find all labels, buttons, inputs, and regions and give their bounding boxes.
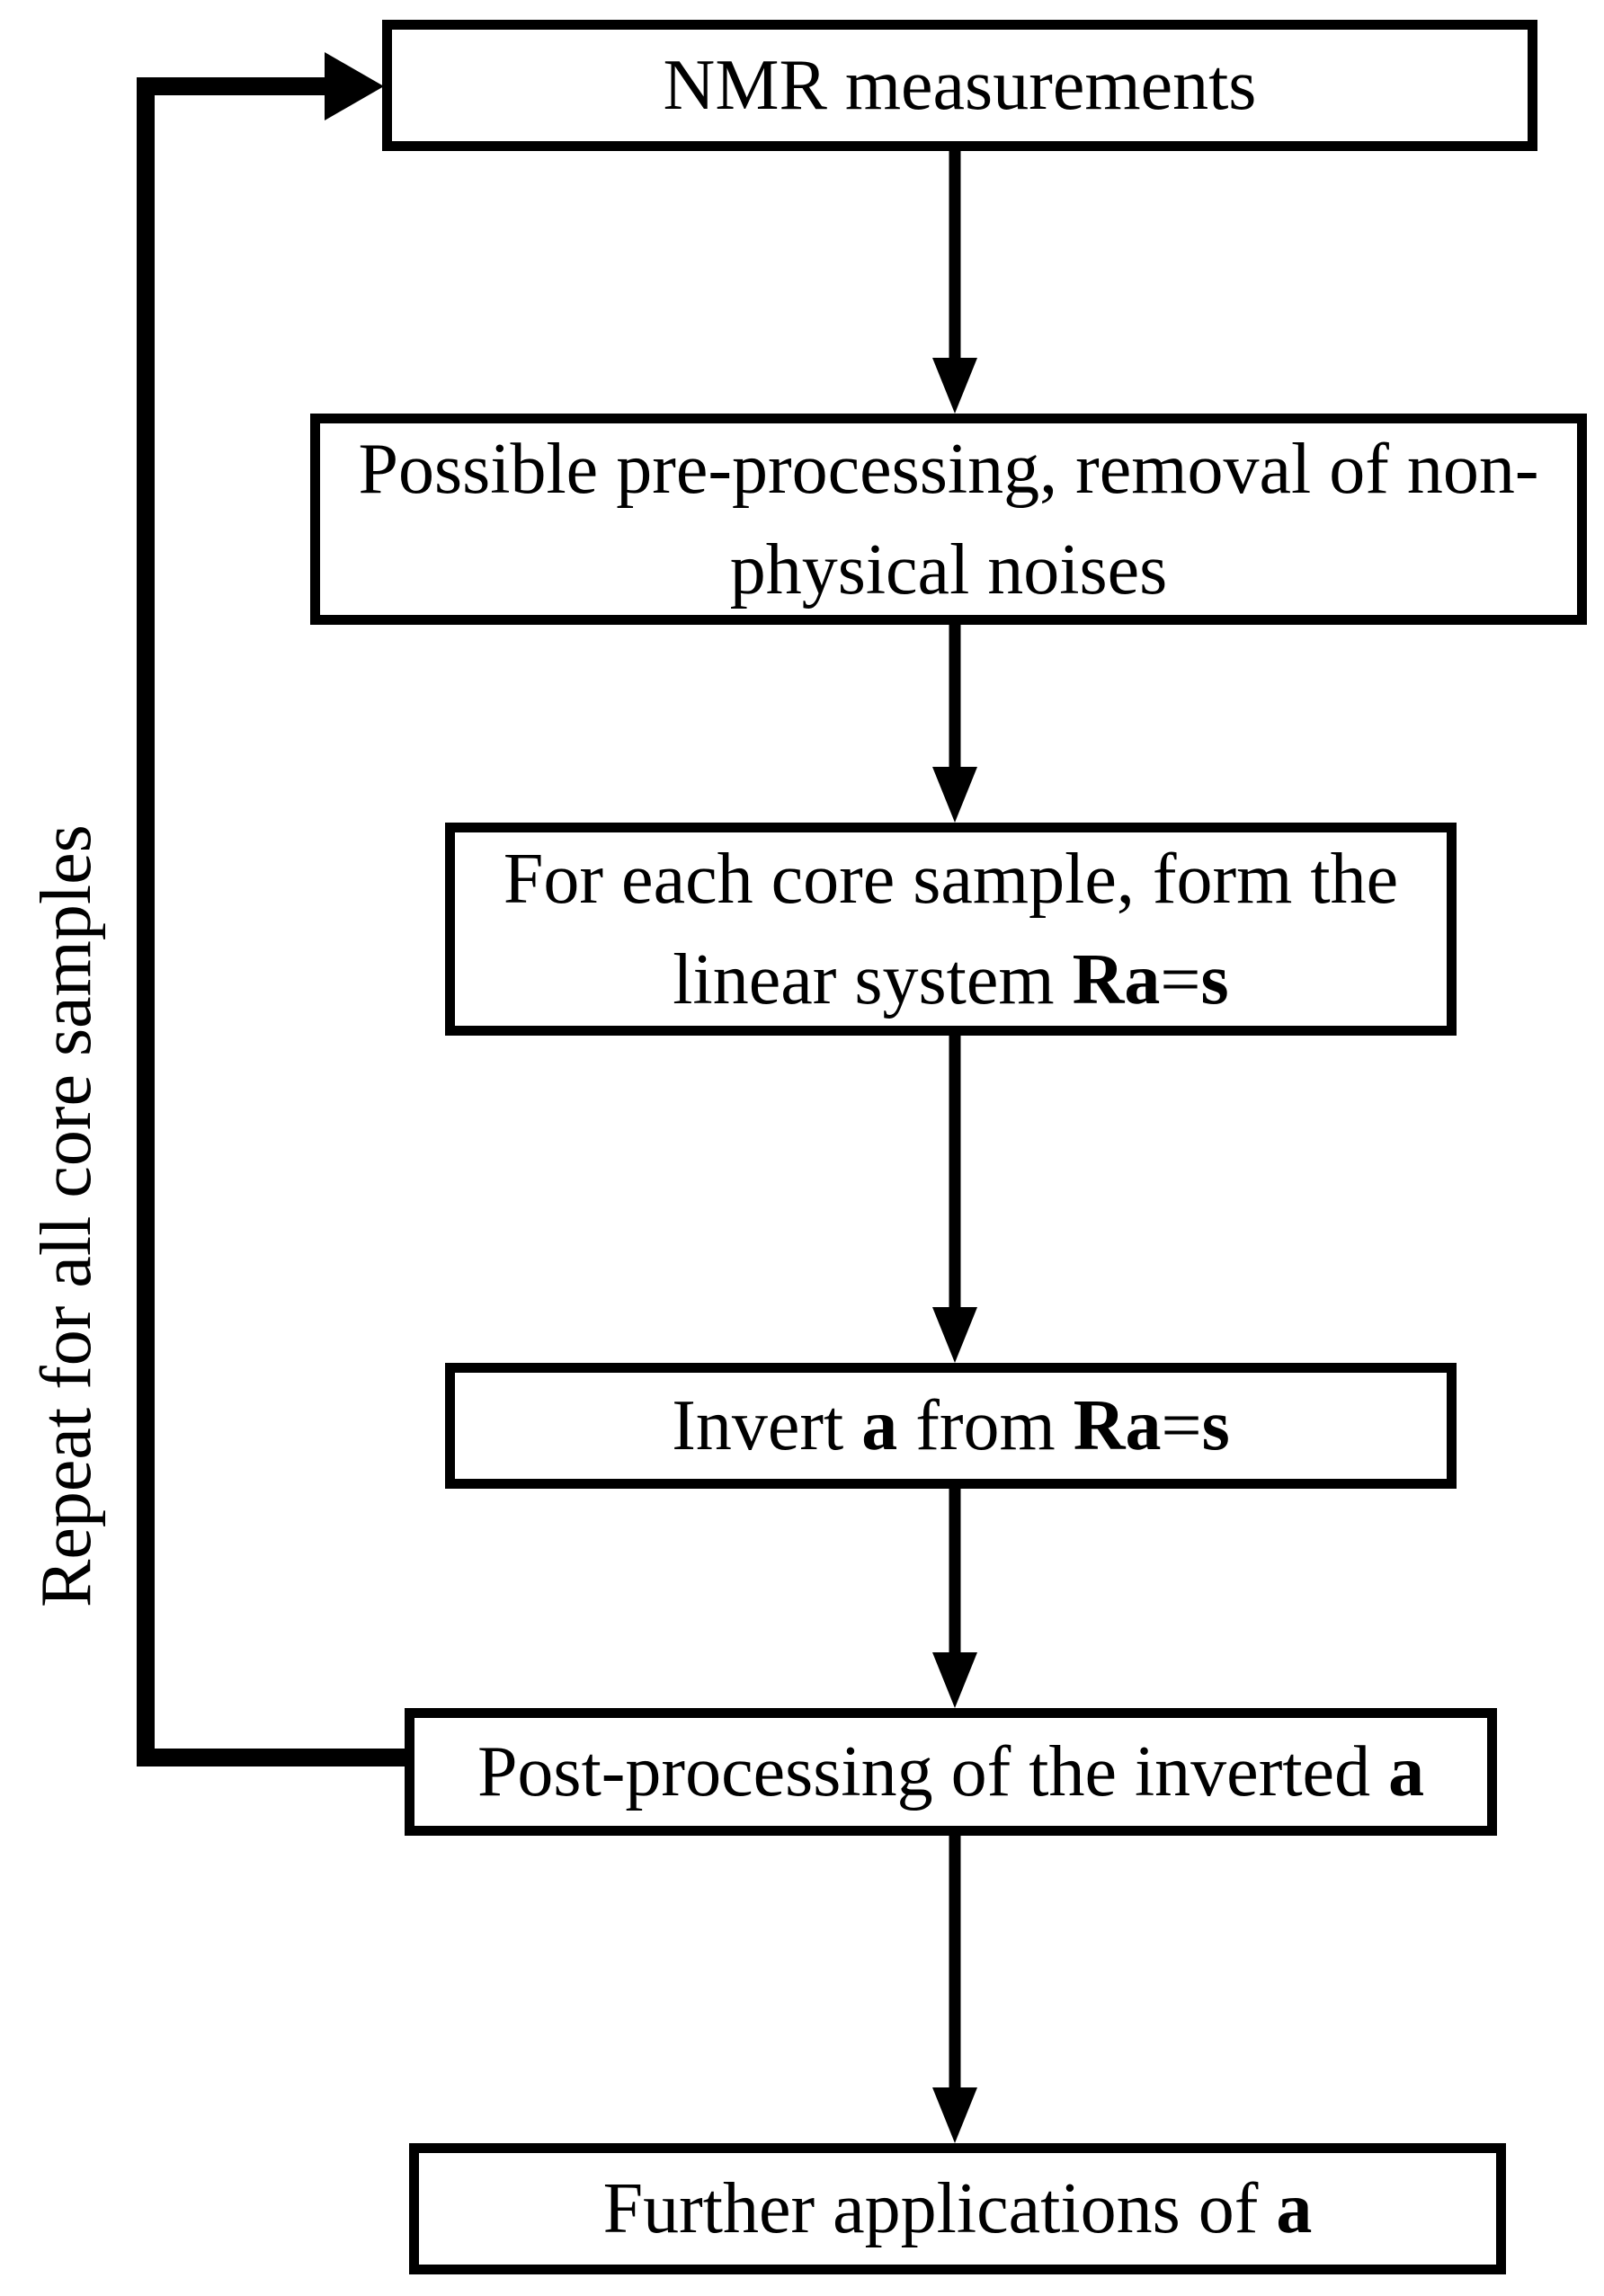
flow-arrow-1 [932, 151, 977, 414]
flow-arrow-2 [932, 625, 977, 823]
arrowhead-icon [932, 2087, 977, 2143]
flow-arrow-4 [932, 1489, 977, 1708]
loop-arrow-line [137, 77, 409, 1766]
box-post-processing: Post-processing of the inverted a [405, 1708, 1497, 1836]
loop-repeat-label: Repeat for all core samples [27, 824, 106, 1607]
box-further-applications: Further applications of a [409, 2143, 1506, 2274]
arrowhead-icon [932, 767, 977, 823]
loop-arrowhead-icon [325, 52, 384, 120]
loop-arrow [137, 52, 409, 1766]
flow-arrow-3 [932, 1036, 977, 1363]
flow-arrow-5 [932, 1836, 977, 2143]
arrowhead-icon [932, 1652, 977, 1708]
box-form-linear-system: For each core sample, form the linear sy… [445, 823, 1457, 1036]
box-invert-a: Invert a from Ra=s [445, 1363, 1457, 1489]
arrowhead-icon [932, 1307, 977, 1363]
box-nmr-measurements: NMR measurements [382, 20, 1537, 151]
box-pre-processing: Possible pre-processing, removal of non-… [310, 414, 1587, 625]
arrowhead-icon [932, 358, 977, 414]
